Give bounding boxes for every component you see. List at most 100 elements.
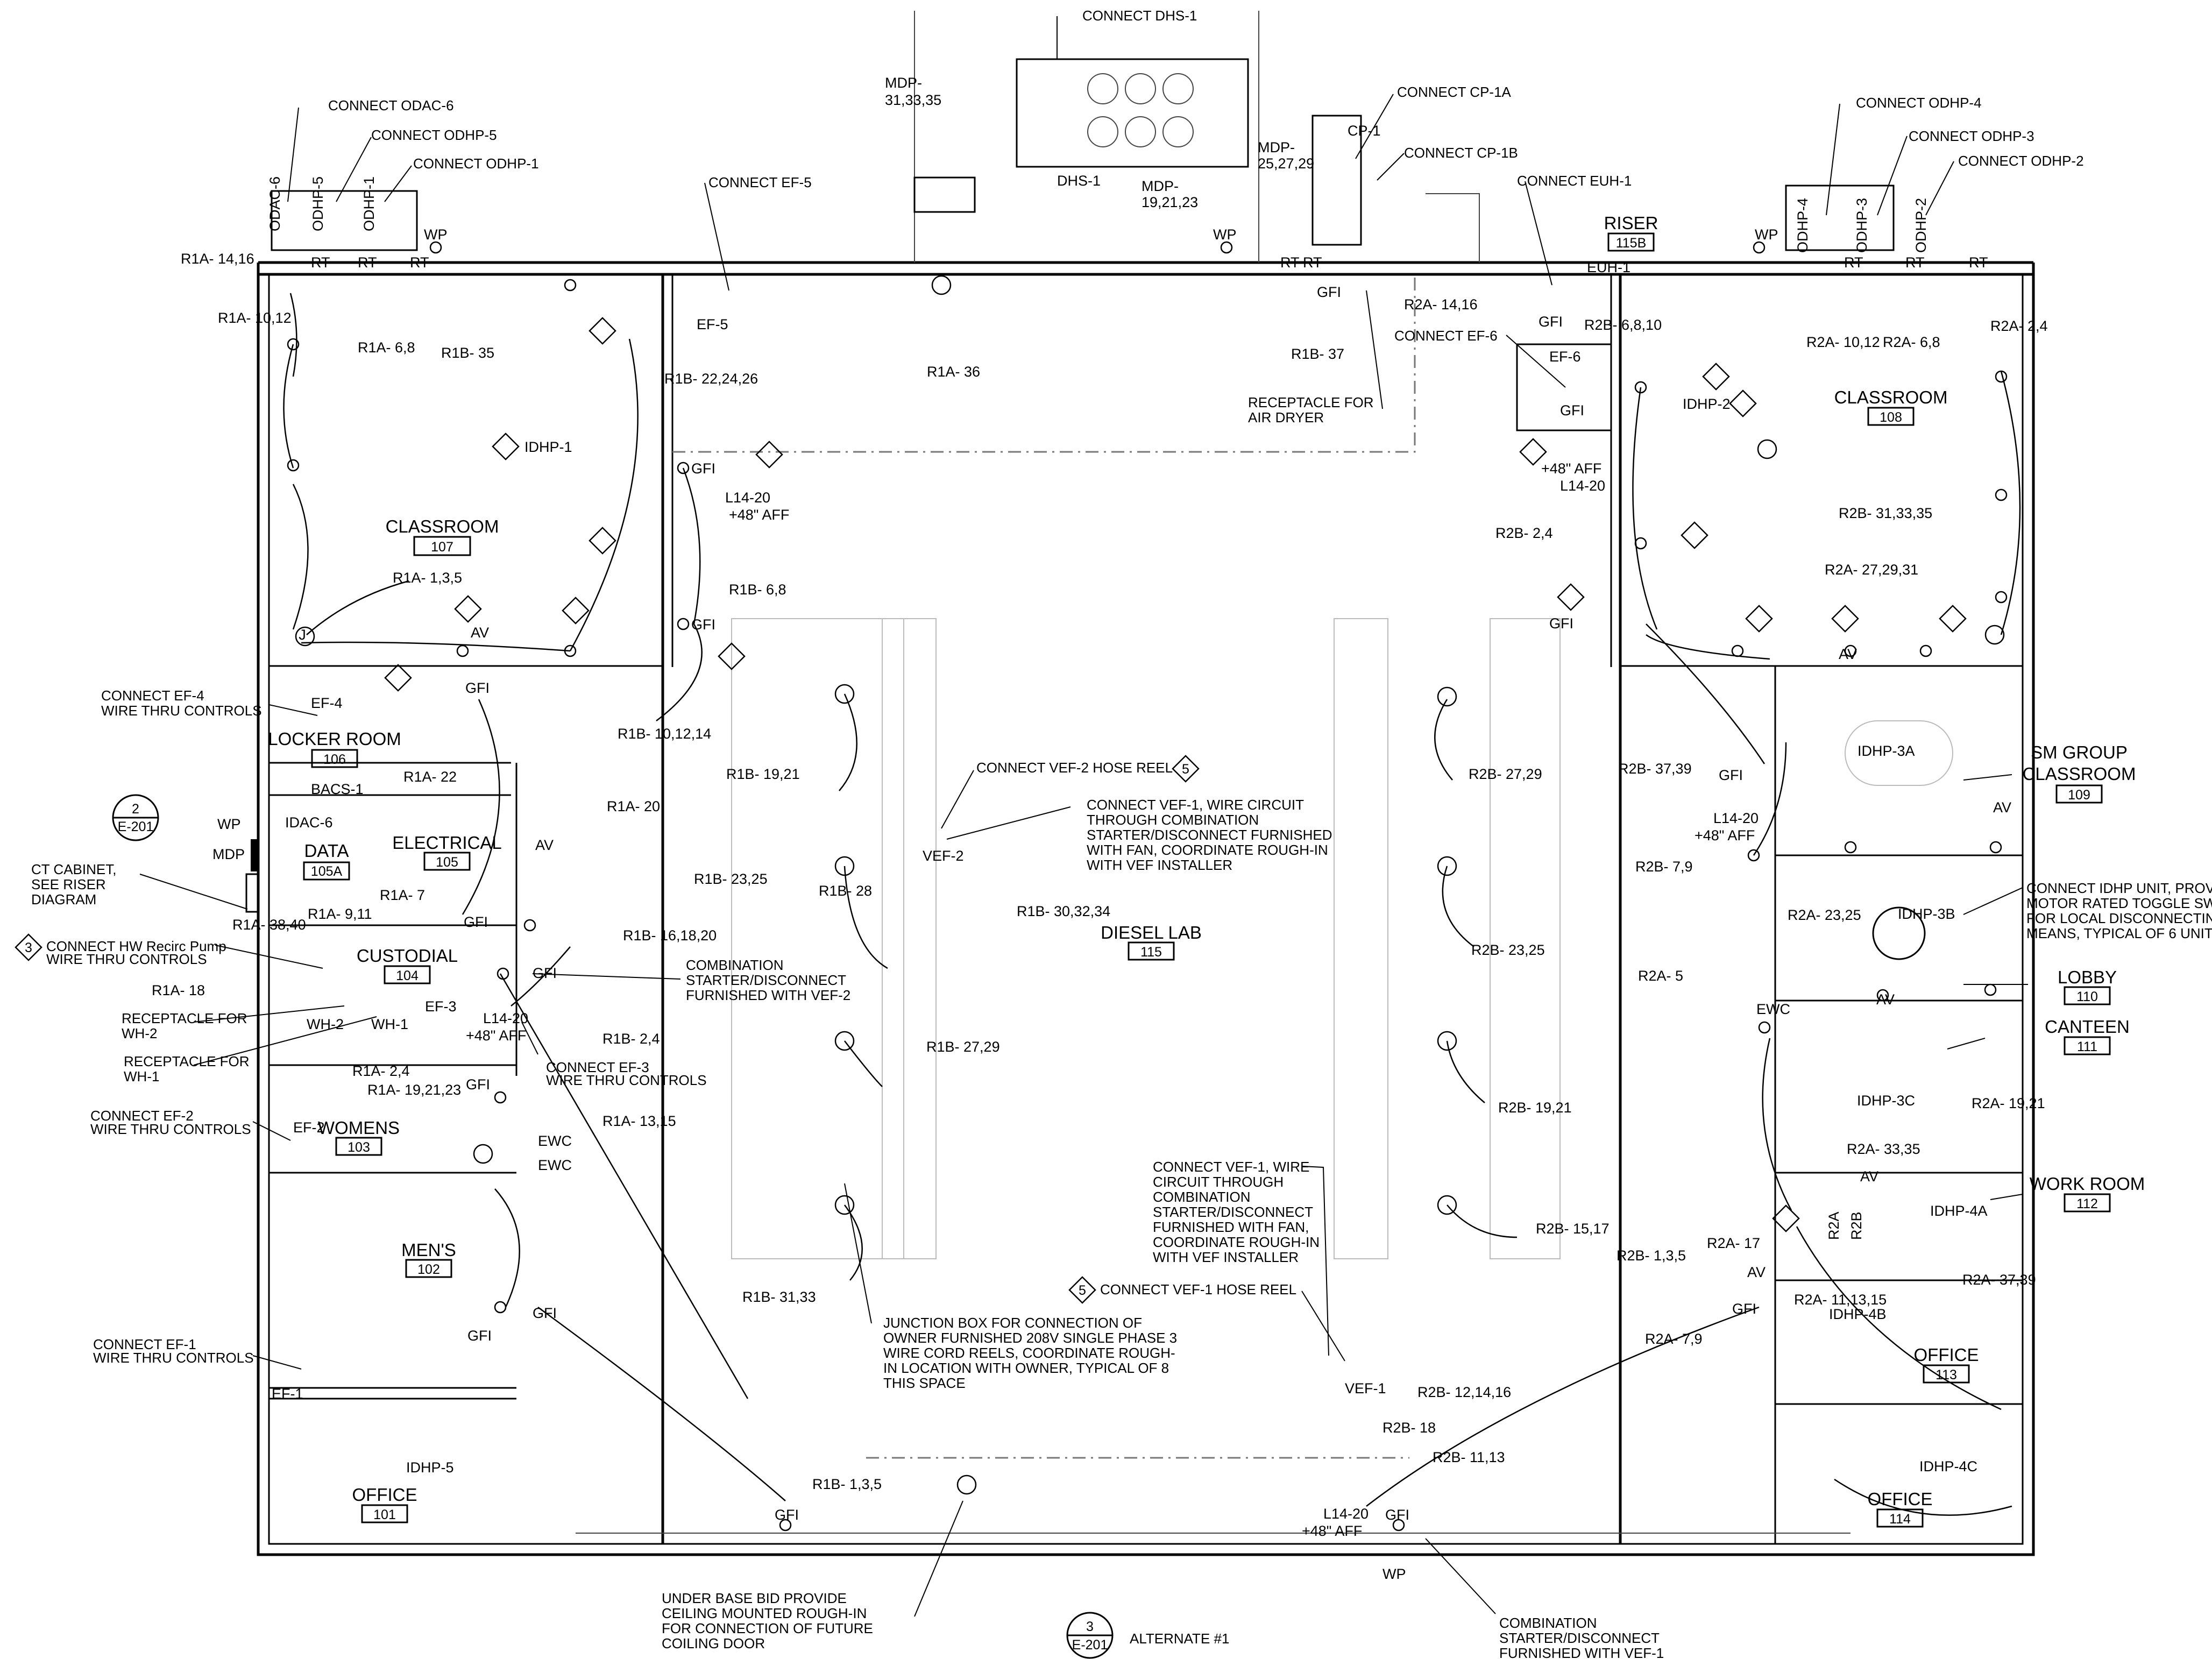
tag-av-6: AV [1860, 1168, 1878, 1185]
section-mark-sheet-2: E-201 [1072, 1637, 1108, 1653]
tag-gfi-10: GFI [533, 1305, 557, 1321]
note-receptacle-air-dryer-2: AIR DRYER [1248, 409, 1324, 426]
note-vef-1-wire-4: WITH FAN, COORDINATE ROUGH-IN [1087, 842, 1328, 858]
circuit-r1a-19: R1A- 19,21,23 [367, 1082, 461, 1098]
note-vef-1b-3: COMBINATION [1153, 1189, 1251, 1205]
circuit-r2b-18: R2B- 18 [1382, 1420, 1436, 1436]
tag-gfi-8: GFI [466, 1076, 490, 1093]
tag-idhp-3a: IDHP-3A [1857, 743, 1915, 759]
circuit-r2a-11: R2A- 11,13,15 [1794, 1292, 1887, 1308]
room-name-114: OFFICE [1868, 1489, 1933, 1509]
note-receptacle-wh-1: RECEPTACLE FOR [124, 1053, 250, 1069]
tag-rt-8: RT [1969, 254, 1988, 271]
tag-vef-1: VEF-1 [1345, 1380, 1386, 1396]
room-name-101: OFFICE [352, 1485, 417, 1505]
tag-gfi-6: GFI [464, 914, 488, 930]
equipment-tags: EF-5 DHS-1 CP-1 EUH-1 EF-6 IDHP-1 IDHP-2… [212, 123, 2011, 1582]
tag-l14-20: L14-20 [725, 490, 770, 506]
circuit-r2a-5: R2A- 5 [1638, 968, 1683, 984]
circuit-r1b-22: R1B- 22,24,26 [664, 371, 758, 387]
circuit-r2a-17: R2A- 17 [1707, 1235, 1760, 1251]
tag-ef-2: EF-2 [293, 1119, 325, 1136]
keynote-5: 5 [1182, 762, 1189, 777]
tag-euh-1: EUH-1 [1587, 259, 1630, 275]
circuit-r2a-23: R2A- 23,25 [1788, 907, 1861, 923]
tag-j: J [299, 627, 306, 643]
circuit-r2a-19: R2A- 19,21 [1972, 1095, 2045, 1111]
tag-wp-4: WP [1382, 1566, 1406, 1582]
note-connect-dhs-1: CONNECT DHS-1 [1082, 8, 1197, 24]
tag-ewc-2: EWC [538, 1157, 572, 1173]
room-name-103: WOMENS [318, 1118, 400, 1138]
note-vef-2-hose-reel: CONNECT VEF-2 HOSE REEL [976, 760, 1173, 776]
tag-rt-4: RT [1280, 254, 1300, 271]
note-junction-box-1: JUNCTION BOX FOR CONNECTION OF [883, 1315, 1142, 1331]
tag-vef-2: VEF-2 [923, 848, 964, 864]
circuit-r1a-38: R1A- 38,40 [232, 917, 306, 933]
tag-48-aff: +48" AFF [729, 507, 789, 523]
tag-gfi-14: GFI [1719, 767, 1743, 783]
note-junction-box-4: IN LOCATION WITH OWNER, TYPICAL OF 8 [883, 1360, 1169, 1376]
tag-av-7: AV [1747, 1264, 1766, 1280]
tag-bacs-1: BACS-1 [311, 781, 364, 797]
room-name-113: OFFICE [1914, 1345, 1979, 1365]
note-vef-1-wire-1: CONNECT VEF-1, WIRE CIRCUIT [1087, 797, 1304, 813]
note-receptacle-wh-2b: WH-2 [122, 1025, 157, 1041]
tag-idhp-3b: IDHP-3B [1898, 906, 1955, 922]
circuit-r1b-37: R1B- 37 [1291, 346, 1344, 362]
circuit-labels: MDP- 31,33,35 MDP- 25,27,29 MDP- 19,21,2… [152, 75, 2048, 1492]
tag-l14-20-2: L14-20 [1560, 478, 1605, 494]
room-name-115: DIESEL LAB [1101, 923, 1202, 942]
note-starter-vef-1: COMBINATION [1499, 1615, 1597, 1631]
note-vef-1b-6: COORDINATE ROUGH-IN [1153, 1234, 1320, 1250]
note-connect-odac-6: CONNECT ODAC-6 [328, 97, 454, 114]
tag-l14-20-4: L14-20 [483, 1010, 528, 1026]
tag-wp-3: WP [1755, 226, 1778, 243]
room-num-103: 103 [348, 1140, 370, 1155]
keynote-3: 3 [25, 940, 32, 955]
tag-wh-1: WH-1 [371, 1016, 408, 1032]
note-connect-ef-4: CONNECT EF-4 [101, 687, 204, 704]
tag-av-3: AV [1839, 646, 1857, 662]
circuit-r2b-11: R2B- 11,13 [1433, 1449, 1505, 1465]
tag-rt-6: RT [1844, 254, 1863, 271]
circuit-r1a-14: R1A- 14,16 [181, 251, 254, 267]
section-markers: 2 E-201 3 E-201 [118, 802, 1108, 1653]
tag-48-aff-5: +48" AFF [1302, 1523, 1362, 1539]
note-connect-ef-2: CONNECT EF-2 [90, 1108, 194, 1124]
note-vef-1b-2: CIRCUIT THROUGH [1153, 1174, 1284, 1190]
circuit-r1b-23: R1B- 23,25 [694, 871, 768, 887]
receptacles [287, 241, 2008, 1532]
circuit-r1a-9: R1A- 9,11 [308, 906, 372, 922]
note-receptacle-wh-1b: WH-1 [124, 1068, 159, 1084]
room-num-115b: 115B [1616, 236, 1647, 251]
room-num-115: 115 [1140, 945, 1162, 960]
room-name-109b: CLASSROOM [2023, 764, 2136, 784]
tag-rt: RT [311, 254, 330, 271]
note-idhp-toggle-4: MEANS, TYPICAL OF 6 UNITS [2026, 925, 2212, 941]
tag-ef-4: EF-4 [311, 695, 343, 711]
circuit-r2a-10: R2A- 10,12 [1806, 334, 1880, 350]
note-vef-1b-4: STARTER/DISCONNECT [1153, 1204, 1313, 1220]
leader-lines [139, 16, 2028, 1617]
circuit-r2a-6: R2A- 6,8 [1883, 334, 1940, 350]
note-ct-cabinet-3: DIAGRAM [31, 891, 96, 908]
tag-gfi-3: GFI [691, 460, 715, 477]
tag-av: AV [471, 625, 489, 641]
note-ct-cabinet-2: SEE RISER [31, 876, 106, 892]
note-receptacle-wh-2: RECEPTACLE FOR [122, 1010, 247, 1026]
note-connect-euh-1: CONNECT EUH-1 [1517, 173, 1632, 189]
note-idhp-toggle-2: MOTOR RATED TOGGLE SW [2026, 895, 2212, 911]
room-name-109: SM GROUP [2031, 742, 2128, 762]
room-name-106: LOCKER ROOM [268, 729, 401, 749]
mdp-panel [251, 839, 259, 871]
tag-idhp-4b: IDHP-4B [1829, 1306, 1887, 1322]
tag-idhp-1: IDHP-1 [524, 439, 572, 455]
note-hw-recirc: CONNECT HW Recirc Pump [46, 938, 226, 954]
section-mark-num-1: 2 [132, 802, 139, 817]
note-junction-box-2: OWNER FURNISHED 208V SINGLE PHASE 3 [883, 1330, 1177, 1346]
tag-wh-2: WH-2 [307, 1016, 344, 1032]
circuit-r1a-20: R1A- 20 [607, 798, 660, 814]
tag-rt-5: RT [1303, 254, 1322, 271]
circuit-r2b-1: R2B- 1,3,5 [1617, 1247, 1686, 1264]
